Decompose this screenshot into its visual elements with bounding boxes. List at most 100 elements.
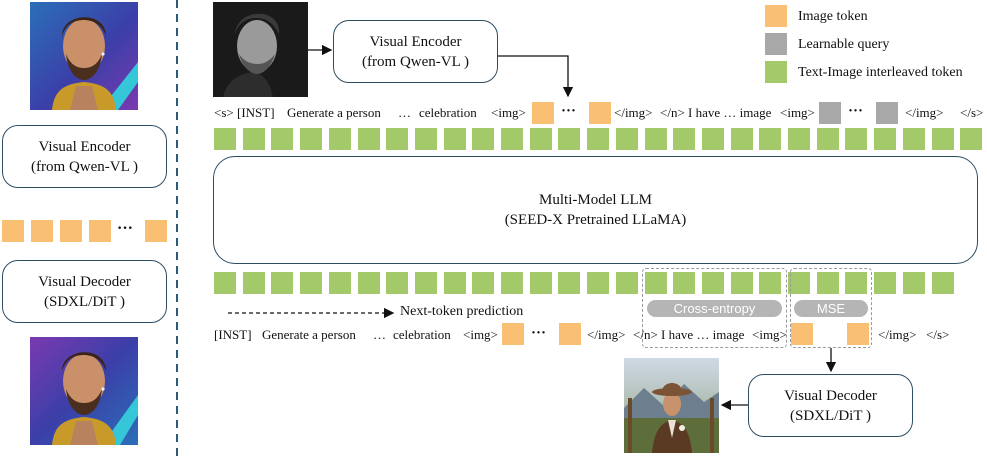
input-query-ellipsis: ··· xyxy=(848,103,864,119)
output-img-open-2: <img> xyxy=(752,327,787,342)
output-image-token xyxy=(791,323,813,345)
input-embedding-token xyxy=(271,128,294,150)
output-embedding-token xyxy=(730,272,753,294)
input-img-open: <img> xyxy=(491,105,526,120)
mse-group xyxy=(790,268,872,348)
portrait-bottom-image xyxy=(30,337,138,445)
bottom-decoder-subtitle: (SDXL/DiT ) xyxy=(790,407,871,424)
output-embedding-token xyxy=(558,272,581,294)
left-decoder-title: Visual Decoder xyxy=(38,273,131,290)
left-image-token xyxy=(89,220,111,242)
input-embedding-token xyxy=(788,128,810,150)
llm-subtitle: (SEED-X Pretrained LLaMA) xyxy=(504,212,687,228)
bottom-visual-decoder-box: Visual Decoder (SDXL/DiT ) xyxy=(748,374,913,437)
output-embedding-token xyxy=(414,272,437,294)
output-embedding-token xyxy=(242,272,265,294)
input-embedding-token xyxy=(357,128,380,150)
input-embedding-token xyxy=(730,128,753,150)
output-inst: [INST] xyxy=(214,327,252,342)
output-embedding-token xyxy=(816,272,839,294)
output-embedding-token xyxy=(587,272,610,294)
legend-interleaved-label: Text-Image interleaved token xyxy=(798,65,963,80)
input-embedding-token xyxy=(414,128,437,150)
input-image-token xyxy=(589,102,611,124)
llm-title: Multi-Model LLM xyxy=(539,192,652,208)
output-embedding-token xyxy=(701,272,724,294)
output-embedding-token xyxy=(931,272,954,294)
legend-image-token-label: Image token xyxy=(798,9,868,24)
output-embedding-token xyxy=(300,272,323,294)
input-embedding-token xyxy=(931,128,954,150)
input-embedding-token xyxy=(673,128,696,150)
output-embedding-token xyxy=(472,272,495,294)
output-embedding-token xyxy=(357,272,380,294)
output-celebration: celebration xyxy=(393,327,451,342)
input-celebration: celebration xyxy=(419,105,477,120)
output-token-ellipsis: ··· xyxy=(531,325,547,341)
input-embedding-token xyxy=(558,128,581,150)
input-embedding-token xyxy=(328,128,351,150)
input-learnable-query xyxy=(876,102,898,124)
output-embedding-token xyxy=(902,272,925,294)
output-img-close-2: </img> xyxy=(878,327,917,342)
input-dots: … xyxy=(398,105,411,120)
legend-interleaved-swatch xyxy=(765,61,787,83)
left-visual-decoder-box: Visual Decoder (SDXL/DiT ) xyxy=(2,260,167,323)
output-embedding-token xyxy=(845,272,868,294)
output-embedding-token xyxy=(214,272,236,294)
mse-pill: MSE xyxy=(794,300,868,317)
input-s-token: <s> xyxy=(214,105,234,120)
input-embedding-token xyxy=(701,128,724,150)
input-inst: [INST] xyxy=(237,105,275,120)
input-embedding-token xyxy=(615,128,638,150)
input-embedding-token xyxy=(845,128,868,150)
legend-learnable-query-swatch xyxy=(765,33,787,55)
input-embedding-token xyxy=(242,128,265,150)
left-token-ellipsis: ··· xyxy=(117,220,134,237)
output-embedding-token xyxy=(759,272,782,294)
left-encoder-subtitle: (from Qwen-VL ) xyxy=(31,158,138,175)
output-embedding-token xyxy=(501,272,523,294)
legend-learnable-query-label: Learnable query xyxy=(798,37,890,52)
input-img-close: </img> xyxy=(614,105,653,120)
top-visual-encoder-box: Visual Encoder (from Qwen-VL ) xyxy=(333,20,498,83)
output-image-token xyxy=(559,323,581,345)
input-embedding-token xyxy=(816,128,839,150)
output-img-open: <img> xyxy=(463,327,498,342)
input-embedding-token xyxy=(960,128,983,150)
cowboy-output-image xyxy=(624,358,719,453)
input-embedding-token xyxy=(501,128,523,150)
input-learnable-query xyxy=(819,102,841,124)
output-embedding-token xyxy=(328,272,351,294)
top-encoder-subtitle: (from Qwen-VL ) xyxy=(362,53,469,70)
output-image-token xyxy=(502,323,524,345)
input-embedding-token xyxy=(759,128,782,150)
left-image-token xyxy=(145,220,167,242)
output-response: </n> I have … image xyxy=(633,327,745,342)
output-embedding-token xyxy=(386,272,409,294)
portrait-top-image xyxy=(30,2,138,110)
input-embedding-token xyxy=(300,128,323,150)
input-embedding-token xyxy=(472,128,495,150)
input-token-ellipsis: ··· xyxy=(561,103,577,119)
cross-entropy-pill: Cross-entropy xyxy=(647,300,782,317)
input-img-open-2: <img> xyxy=(780,105,815,120)
left-decoder-subtitle: (SDXL/DiT ) xyxy=(44,293,125,310)
cross-entropy-group xyxy=(642,268,787,348)
output-embedding-token xyxy=(874,272,897,294)
output-image-token xyxy=(847,323,869,345)
input-generate: Generate a person xyxy=(287,105,381,120)
output-embedding-token xyxy=(615,272,638,294)
output-embedding-token xyxy=(271,272,294,294)
input-response: </n> I have … image xyxy=(660,105,772,120)
output-generate: Generate a person xyxy=(262,327,356,342)
left-encoder-title: Visual Encoder xyxy=(38,138,131,155)
input-embedding-token xyxy=(587,128,610,150)
input-image-token xyxy=(532,102,554,124)
input-img-close-2: </img> xyxy=(905,105,944,120)
input-embedding-token xyxy=(902,128,925,150)
encoder-to-tokens-arrow xyxy=(498,55,574,98)
output-embedding-token xyxy=(644,272,667,294)
